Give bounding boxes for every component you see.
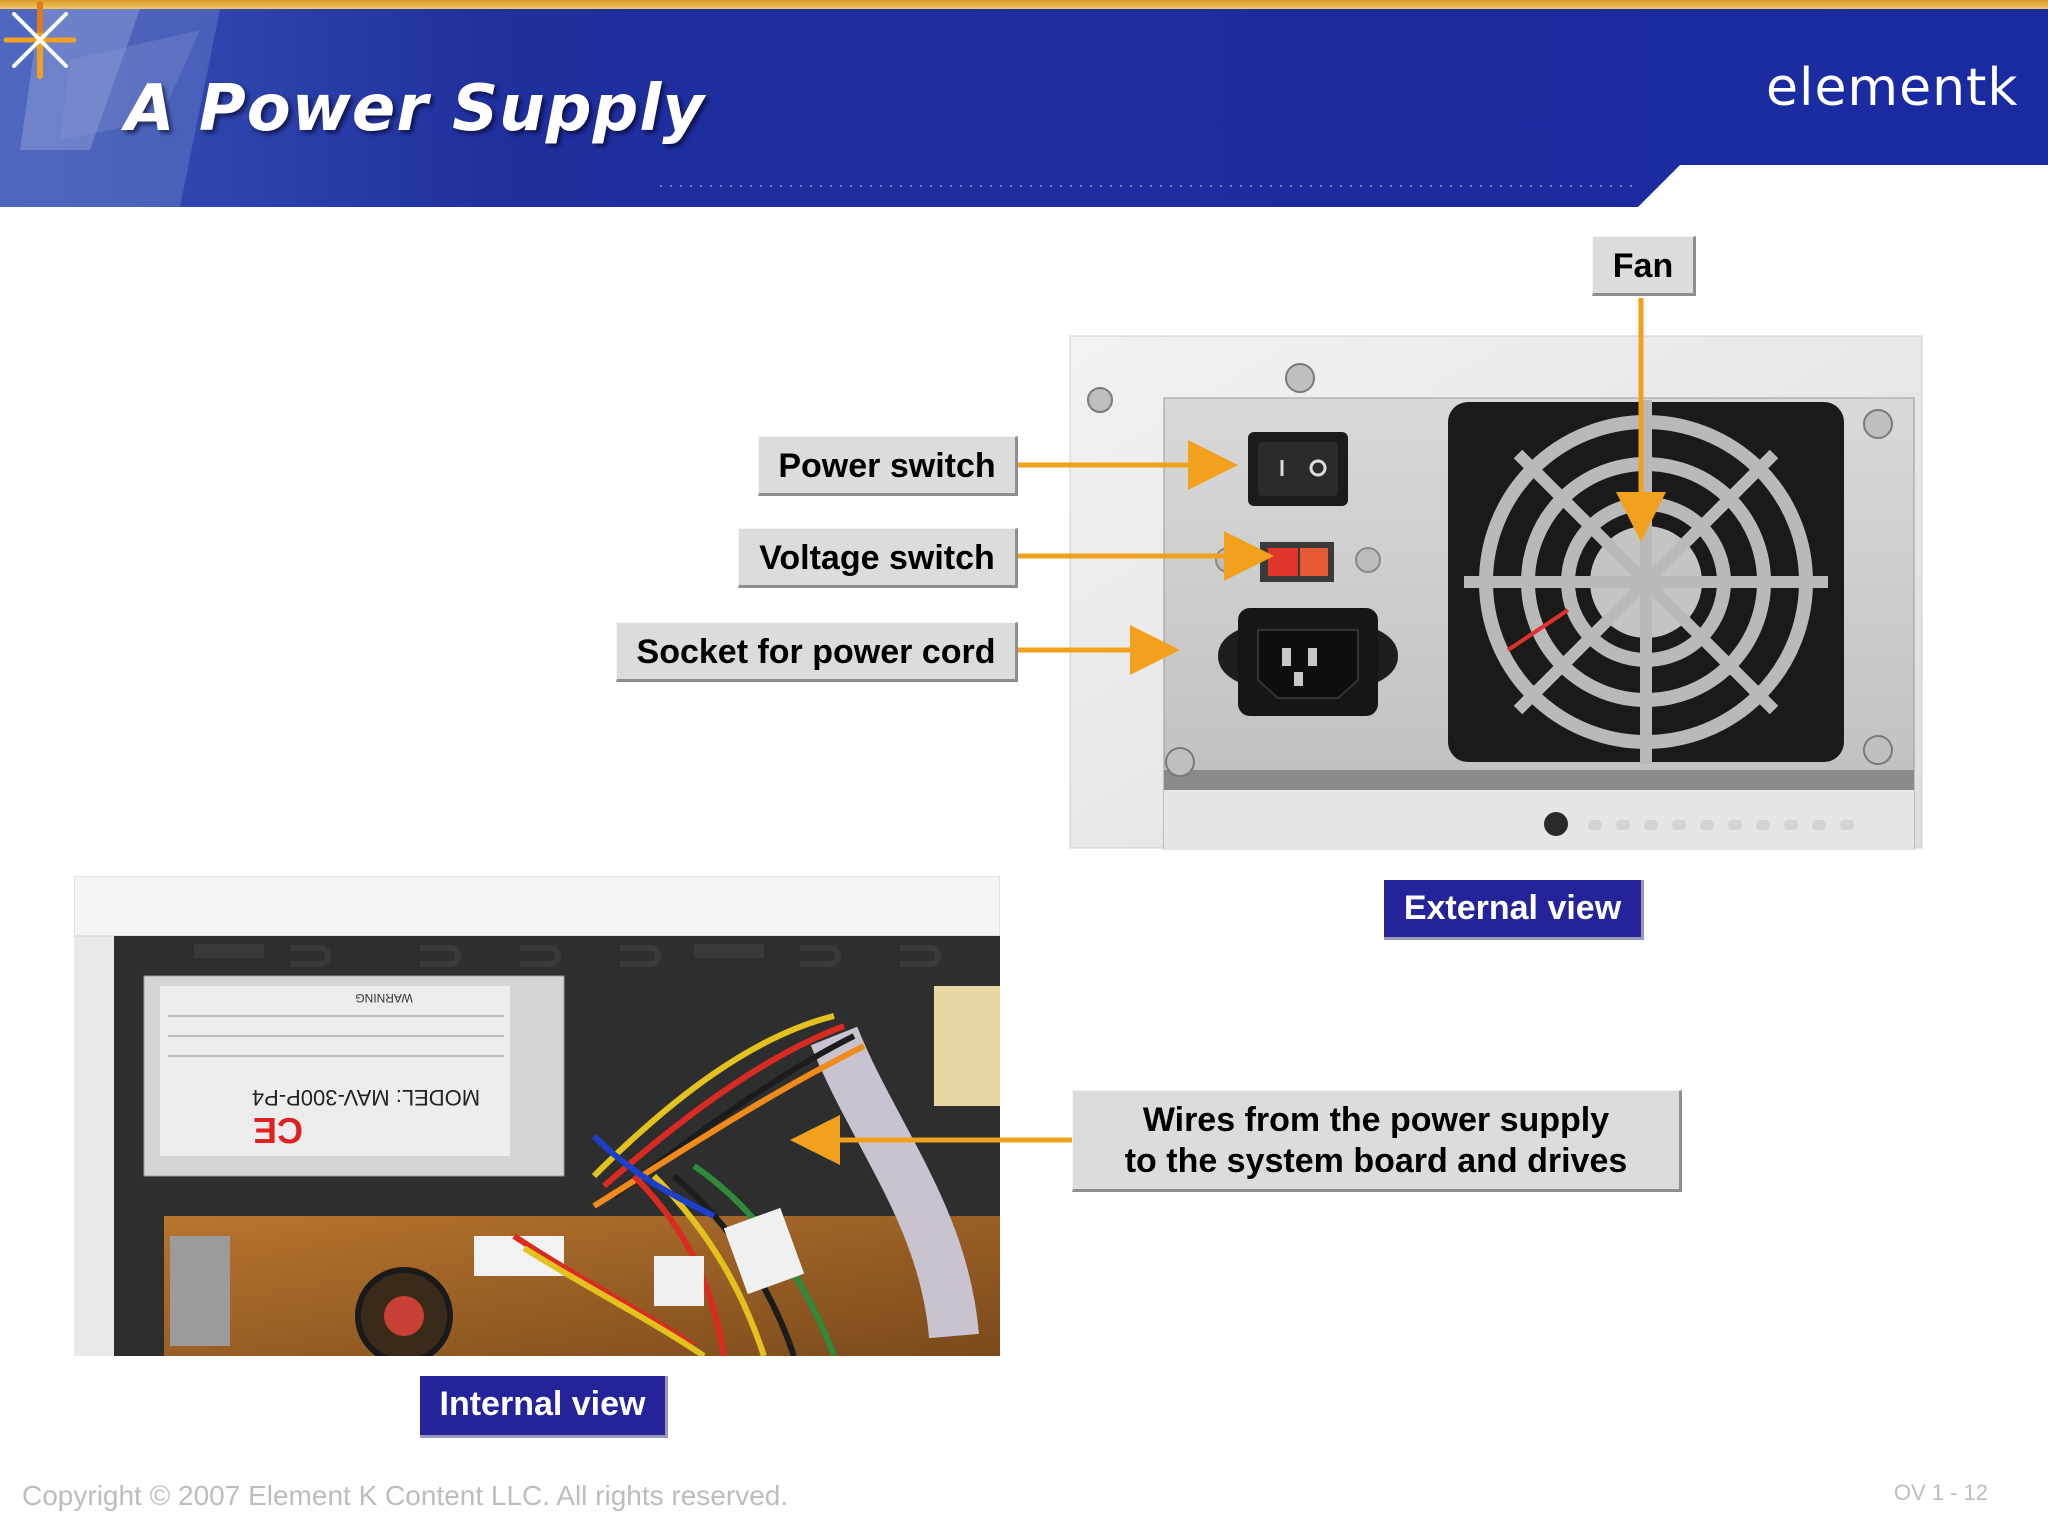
internal-view-photo: MODEL: MAV-300P-P4 CE WARNING — [74, 876, 1000, 1356]
wires-label: Wires from the power supply to the syste… — [1072, 1090, 1682, 1192]
elementk-star-icon — [3, 1, 77, 79]
external-view-photo — [1069, 335, 1923, 850]
power-switch-label: Power switch — [758, 436, 1018, 496]
fan-label: Fan — [1592, 236, 1696, 296]
voltage-switch-label: Voltage switch — [738, 528, 1018, 588]
logo-text: elementk — [1766, 58, 2019, 118]
ce-mark: CE — [253, 1110, 303, 1151]
wires-label-line2: to the system board and drives — [1124, 1142, 1628, 1180]
header-banner: A Power Supply elementk — [0, 0, 2048, 210]
psu-warning-text: WARNING — [355, 991, 413, 1005]
slide-number: OV 1 - 12 — [1893, 1480, 1988, 1505]
copyright-text: Copyright © 2007 Element K Content LLC. … — [22, 1480, 789, 1511]
psu-model-text: MODEL: MAV-300P-P4 — [252, 1085, 480, 1110]
page-title: A Power Supply — [125, 72, 705, 146]
socket-label: Socket for power cord — [616, 622, 1018, 682]
wires-label-line1: Wires from the power supply — [1142, 1101, 1610, 1139]
header-background — [0, 0, 2048, 207]
external-view-label: External view — [1384, 880, 1644, 940]
internal-view-label: Internal view — [420, 1376, 668, 1438]
